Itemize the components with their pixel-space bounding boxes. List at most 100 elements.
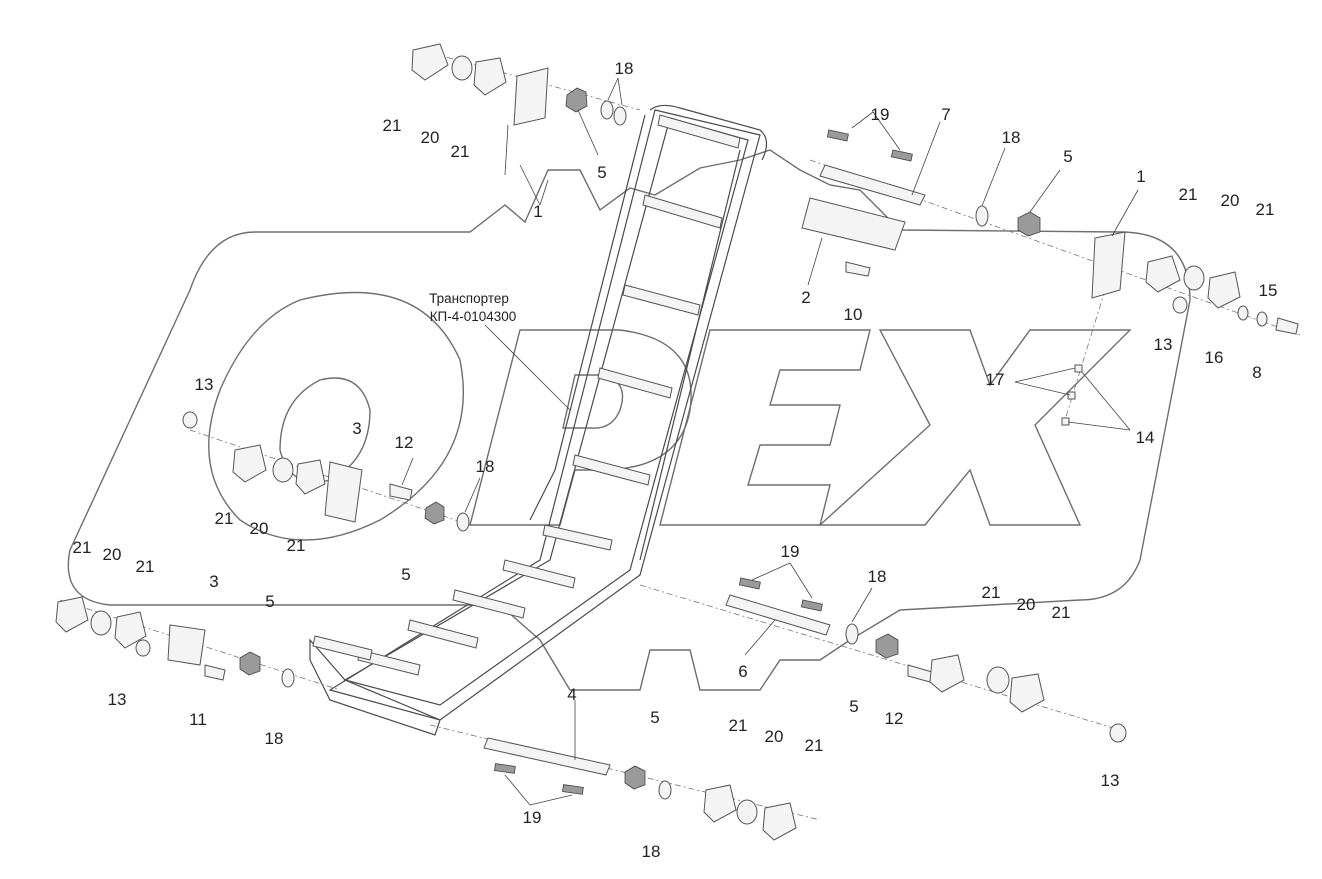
callout: 18 [868,567,887,586]
washer-part [1256,311,1268,327]
bearing-part [90,610,112,636]
callout: 21 [451,142,470,161]
nut-part [1109,723,1127,743]
key-part [738,577,761,590]
sprocket-part [424,501,445,525]
bracket-plate-part [324,461,363,523]
flange-housing-part [1207,271,1241,309]
watermark-letter-x [818,329,1132,526]
sprocket-part [1017,211,1041,237]
callout: 10 [844,305,863,324]
callout: 21 [73,538,92,557]
callout: 13 [108,690,127,709]
callout: 17 [986,370,1005,389]
bolt-part [1275,317,1299,335]
sprocket-part [565,87,588,113]
washer-part [1237,305,1249,321]
bearing-part [451,55,473,81]
callout: 14 [1136,428,1155,447]
callout: 12 [395,433,414,452]
circlip-part [600,100,614,120]
callout: 2 [801,288,810,307]
callout: 1 [1136,167,1145,186]
callout: 21 [136,557,155,576]
assembly-title: Транспортер КП-4-0104300 [429,291,516,324]
callout: 18 [265,729,284,748]
conveyor-frame [309,104,768,736]
key-part [562,784,584,795]
circlip-part [613,106,627,126]
callout: 21 [215,509,234,528]
callout: 20 [421,128,440,147]
callout: 18 [615,59,634,78]
callout: 20 [1017,595,1036,614]
callout: 18 [1002,128,1021,147]
callout: 20 [765,727,784,746]
callout: 16 [1205,348,1224,367]
sprocket-part [624,765,646,790]
callout: 19 [871,105,890,124]
title-line-2: КП-4-0104300 [430,309,517,324]
watermark-gear-outline [67,149,1191,691]
callout: 11 [189,710,207,729]
shaft-part [725,594,831,636]
callout: 1 [533,202,542,221]
flange-housing-part [114,611,147,649]
callout: 5 [597,163,606,182]
sprocket-part [239,651,261,676]
bolt-part [845,261,871,277]
callout: 6 [738,662,747,681]
pin-part [1061,417,1070,426]
bolt-part [204,664,226,681]
callout: 18 [642,842,661,861]
callout: 20 [1221,191,1240,210]
callout: 20 [250,519,269,538]
callout: 19 [523,808,542,827]
conveyor-slats [312,114,741,676]
bearing-part [736,799,758,825]
title-line-1: Транспортер [429,291,509,306]
callout: 21 [1052,603,1071,622]
bearing-part [1183,265,1205,291]
parts [55,43,1299,841]
watermark-letter-p [469,329,692,526]
flange-housing-part [703,784,737,823]
watermark [67,149,1191,691]
callout: 4 [567,685,576,704]
callout: 21 [287,536,306,555]
flange-housing-part [411,43,449,81]
callout: 21 [1256,200,1275,219]
bolt-part [907,664,933,683]
key-part [826,129,849,142]
flange-housing-part [295,459,326,495]
callout: 8 [1252,363,1261,382]
leader-lines [401,77,1139,806]
callout: 3 [209,572,218,591]
callout: 20 [103,545,122,564]
bearing-part [272,457,294,483]
callout: 13 [1154,335,1173,354]
pin-part [1074,364,1083,373]
bearing-part [986,666,1010,694]
callout: 13 [195,375,214,394]
callout: 21 [805,736,824,755]
shaft-part [819,164,926,206]
nut-part [1172,296,1188,314]
flange-housing-part [473,57,507,96]
circlip-part [845,623,859,645]
shaft-part [483,737,611,776]
callout: 5 [401,565,410,584]
callout: 3 [352,419,361,438]
flange-housing-part [929,654,965,693]
bracket-plate-part [1091,231,1126,299]
flange-housing-part [232,444,267,483]
key-part [800,599,823,612]
callout: 21 [982,583,1001,602]
circlip-part [658,780,672,800]
circlip-part [281,668,295,688]
pin-part [1067,391,1076,400]
bolt-part [389,483,413,501]
circlip-part [975,205,989,227]
